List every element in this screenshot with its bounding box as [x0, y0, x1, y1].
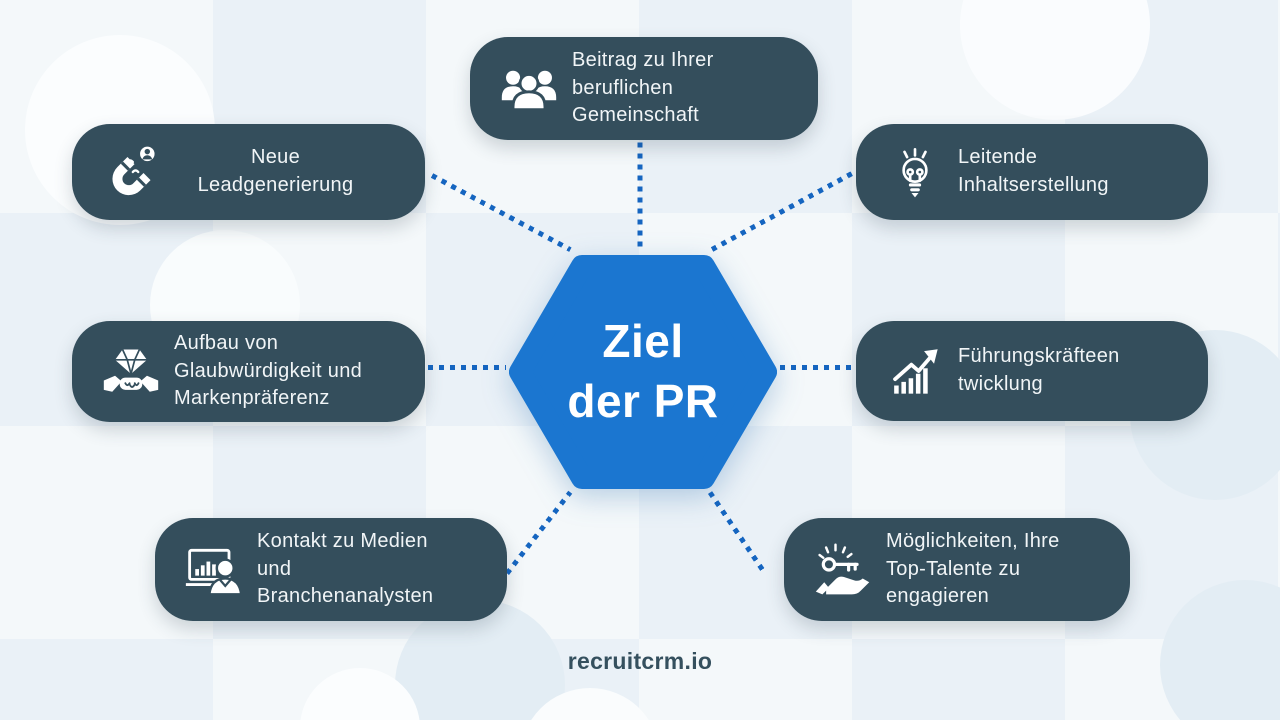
connector-top-left: [430, 173, 572, 252]
background-circle: [520, 688, 660, 720]
connector-left: [428, 365, 506, 370]
card-content-creation: Leitende Inhaltserstellung: [856, 124, 1208, 220]
card-leadership-development: Führungskräfteen twicklung: [856, 321, 1208, 421]
brand-footer: recruitcrm.io: [567, 648, 713, 674]
diamond-handshake-icon: [94, 342, 168, 402]
key-in-hand-icon: [806, 540, 880, 600]
presenter-screen-icon: [177, 540, 251, 600]
card-label: Beitrag zu Ihrer beruflichen Gemeinschaf…: [572, 49, 714, 127]
connector-right: [780, 365, 857, 370]
card-media-analyst-contact: Kontakt zu Medien und Branchenanalysten: [155, 518, 507, 621]
hexagon-shape: [509, 255, 777, 489]
background-circle: [960, 0, 1150, 120]
card-label: Neue Leadgenerierung: [197, 146, 354, 196]
card-label: Kontakt zu Medien und Branchenanalysten: [257, 530, 434, 608]
lightbulb-icon: [878, 144, 952, 200]
card-label: Aufbau von Glaubwürdigkeit und Markenprä…: [174, 332, 363, 410]
central-hexagon: Ziel der PR: [508, 252, 778, 492]
growth-chart-icon: [878, 342, 952, 400]
card-credibility-brand-preference: Aufbau von Glaubwürdigkeit und Markenprä…: [72, 321, 425, 422]
card-professional-community: Beitrag zu Ihrer beruflichen Gemeinschaf…: [470, 37, 818, 140]
card-label: Führungskräfteen twicklung: [958, 345, 1120, 395]
background-circle: [300, 668, 420, 720]
connector-top: [637, 142, 643, 253]
lead-magnet-icon: [94, 143, 168, 201]
card-label: Möglichkeiten, Ihre Top-Talente zu engag…: [886, 530, 1060, 608]
diagram-title: Ziel der PR: [567, 315, 719, 427]
card-lead-generation: Neue Leadgenerierung: [72, 124, 425, 220]
people-group-icon: [492, 59, 566, 119]
card-label: Leitende Inhaltserstellung: [958, 146, 1109, 196]
connector-top-right: [710, 171, 853, 252]
card-talent-engagement: Möglichkeiten, Ihre Top-Talente zu engag…: [784, 518, 1130, 621]
connector-bottom-right: [707, 491, 766, 573]
connector-bottom-left: [505, 490, 573, 576]
